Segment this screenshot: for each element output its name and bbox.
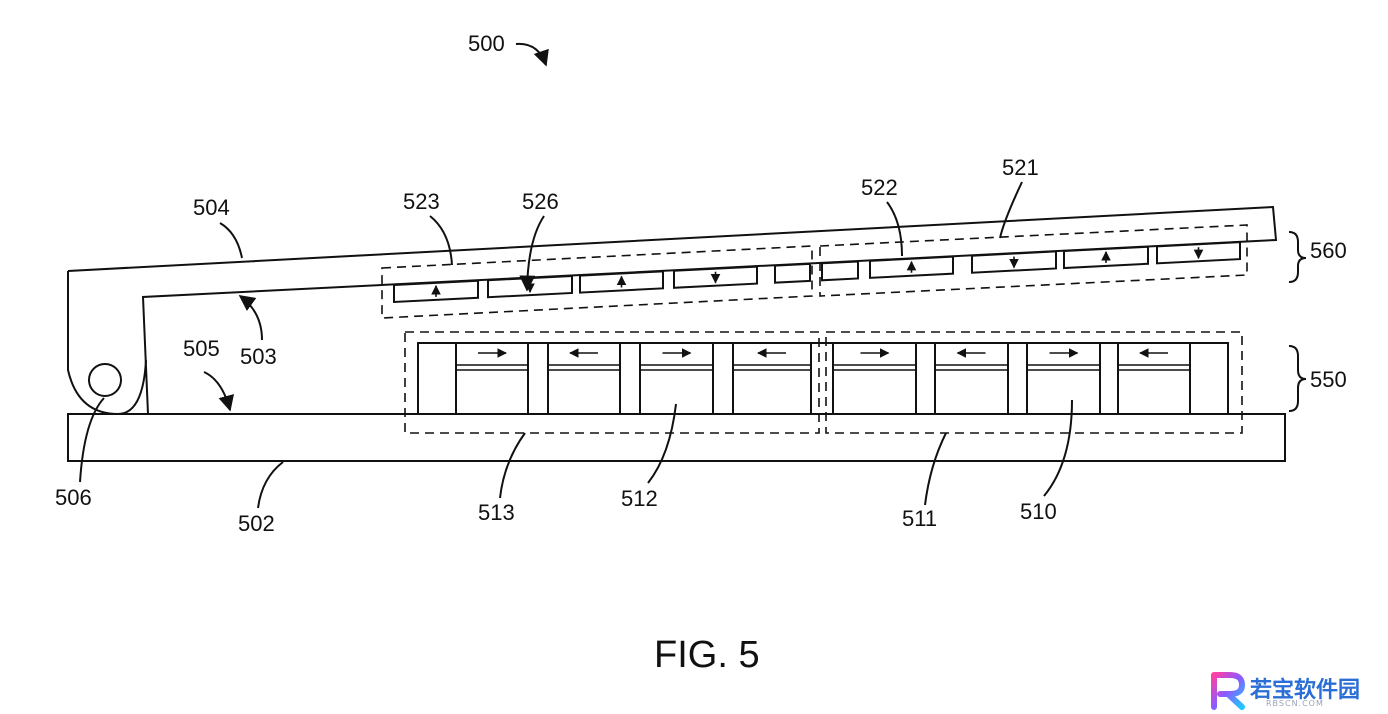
upper-magnet-cell-7 <box>971 250 1057 274</box>
lower-magnet-array <box>417 342 1229 415</box>
lower-post-3 <box>712 342 734 415</box>
lower-magnet-cell-3 <box>732 342 812 415</box>
watermark-subtext: RBSCN.COM <box>1266 699 1324 708</box>
upper-magnet-array <box>393 241 1241 304</box>
lower-magnet-cell-6 <box>1026 342 1101 415</box>
lower-post-0 <box>417 342 457 415</box>
leader-523 <box>429 215 453 266</box>
leader-500 <box>515 42 549 67</box>
label-526: 526 <box>522 189 559 214</box>
upper-magnet-cell-9 <box>1156 241 1241 265</box>
lower-magnet-cell-1 <box>547 342 621 415</box>
upper-magnet-cell-5 <box>821 260 859 282</box>
r-logo-icon <box>1211 672 1245 710</box>
upper-magnet-cell-0 <box>393 279 479 304</box>
label-521: 521 <box>1002 155 1039 180</box>
label-503: 503 <box>240 344 277 369</box>
lower-post-7 <box>1099 342 1119 415</box>
leader-502 <box>257 461 284 509</box>
upper-magnet-cell-4 <box>774 262 811 284</box>
label-500: 500 <box>468 31 505 56</box>
label-511: 511 <box>902 506 937 531</box>
label-550: 550 <box>1310 367 1347 392</box>
upper-magnet-cell-8 <box>1063 245 1149 270</box>
label-522: 522 <box>861 175 898 200</box>
watermark-text: 若宝软件园 <box>1250 678 1361 703</box>
label-505: 505 <box>183 336 220 361</box>
lower-post-6 <box>1007 342 1028 415</box>
label-523: 523 <box>403 189 440 214</box>
label-560: 560 <box>1310 238 1347 263</box>
leader-505 <box>203 371 235 412</box>
dashed-group-511 <box>825 331 1243 434</box>
label-512: 512 <box>621 486 658 511</box>
label-510: 510 <box>1020 499 1057 524</box>
watermark: 若宝软件园 RBSCN.COM <box>1204 668 1388 714</box>
dashed-group-521 <box>819 224 1248 297</box>
lower-magnet-cell-4 <box>832 342 917 415</box>
lower-magnet-cell-2 <box>639 342 714 415</box>
lower-post-5 <box>915 342 936 415</box>
leader-521 <box>999 181 1023 239</box>
dashed-group-523 <box>381 245 813 319</box>
leader-510 <box>1043 399 1073 497</box>
brace-560 <box>1288 231 1307 283</box>
leader-522 <box>886 201 903 257</box>
upper-magnet-cell-6 <box>869 255 954 279</box>
lower-magnet-cell-7 <box>1117 342 1191 415</box>
label-506: 506 <box>55 485 92 510</box>
upper-magnet-cell-1 <box>487 274 573 299</box>
lower-post-1 <box>527 342 549 415</box>
lower-magnet-cell-5 <box>934 342 1009 415</box>
upper-magnet-cell-2 <box>579 270 664 294</box>
lid-housing <box>67 205 1278 415</box>
leader-504 <box>219 222 243 259</box>
hinge-curve <box>67 271 147 416</box>
leader-506 <box>79 397 105 483</box>
label-513: 513 <box>478 500 515 525</box>
lower-post-2 <box>619 342 641 415</box>
leader-526 <box>519 215 545 292</box>
base-housing <box>67 413 1286 462</box>
label-502: 502 <box>238 511 275 536</box>
hinge-pin <box>88 363 122 397</box>
figure-caption: FIG. 5 <box>654 634 760 676</box>
lower-magnet-cell-0 <box>455 342 529 415</box>
lower-post-4 <box>810 342 834 415</box>
upper-magnet-cell-3 <box>673 265 758 289</box>
label-504: 504 <box>193 195 230 220</box>
dashed-group-513 <box>404 331 820 434</box>
leader-513 <box>499 432 526 499</box>
leader-503 <box>238 295 263 341</box>
leader-512 <box>647 403 677 484</box>
lower-post-8 <box>1189 342 1229 415</box>
leader-511 <box>924 432 947 506</box>
brace-550 <box>1288 345 1307 412</box>
